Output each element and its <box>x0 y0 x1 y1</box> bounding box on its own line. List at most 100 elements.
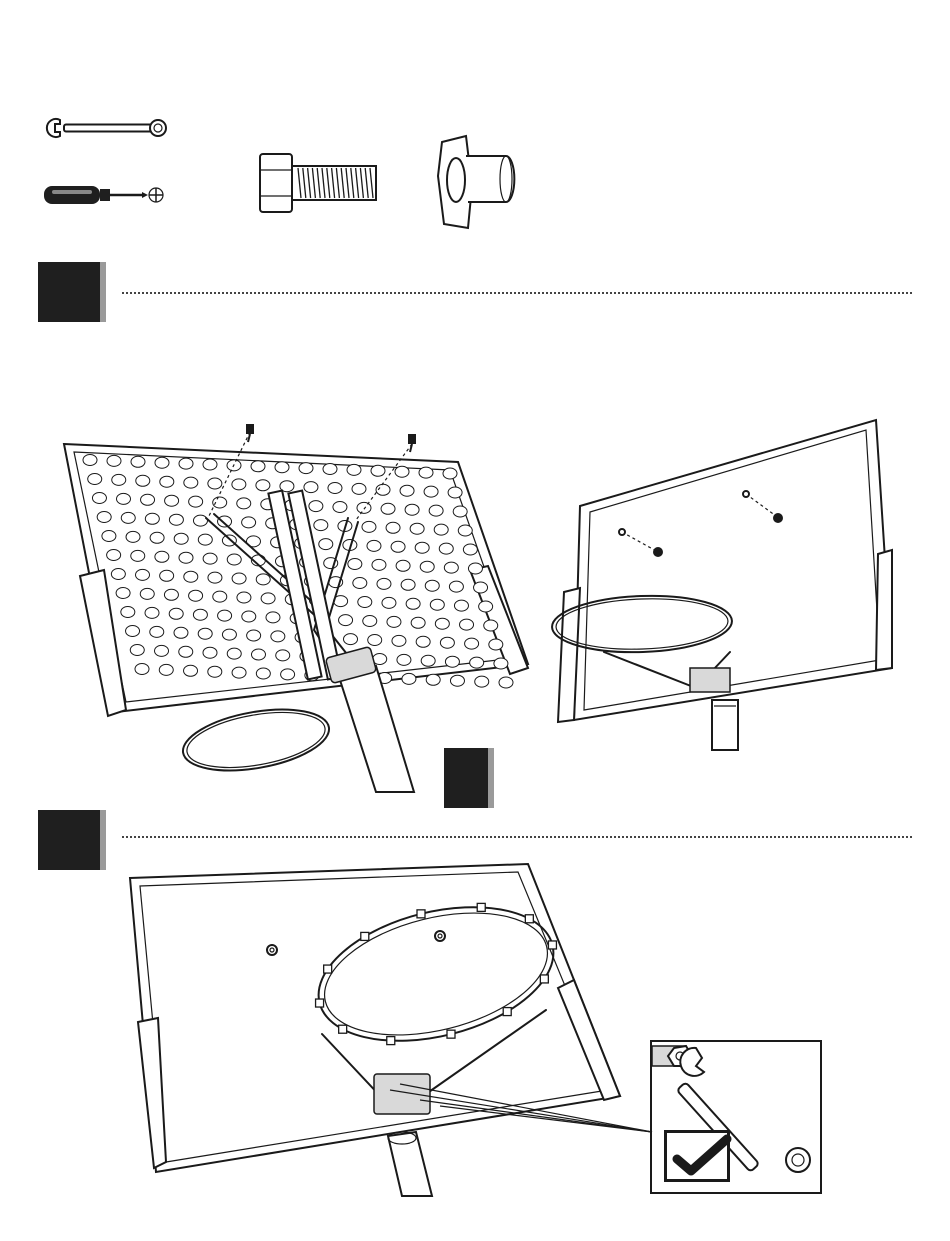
waffle-hole <box>174 533 188 544</box>
waffle-hole <box>102 531 116 542</box>
waffle-hole <box>193 609 207 620</box>
step-1-divider <box>122 292 912 294</box>
waffle-hole <box>353 578 367 589</box>
rim-net-hook <box>417 910 425 918</box>
waffle-hole <box>489 639 503 650</box>
waffle-hole <box>126 626 140 637</box>
waffle-hole <box>392 635 406 646</box>
screw-icon <box>408 434 416 452</box>
waffle-hole <box>445 656 459 667</box>
tool-screwdriver <box>42 180 172 210</box>
waffle-hole <box>328 483 342 494</box>
waffle-hole <box>155 645 169 656</box>
waffle-hole <box>97 512 111 523</box>
waffle-hole <box>460 619 474 630</box>
waffle-hole <box>117 493 131 504</box>
waffle-hole <box>275 462 289 473</box>
waffle-hole <box>251 461 265 472</box>
waffle-hole <box>397 654 411 665</box>
waffle-hole <box>391 541 405 552</box>
waffle-hole <box>174 627 188 638</box>
step-1b-badge <box>444 748 494 808</box>
hex-bolt-icon <box>258 150 382 216</box>
waffle-hole <box>411 617 425 628</box>
waffle-hole <box>363 616 377 627</box>
waffle-hole <box>160 570 174 581</box>
waffle-hole <box>131 456 145 467</box>
waffle-hole <box>465 638 479 649</box>
waffle-hole <box>475 676 489 687</box>
waffle-hole <box>405 504 419 515</box>
waffle-hole <box>444 562 458 573</box>
waffle-hole <box>184 665 198 676</box>
waffle-hole <box>232 667 246 678</box>
rim-net-hook <box>503 1008 511 1016</box>
waffle-hole <box>406 598 420 609</box>
waffle-hole <box>213 497 227 508</box>
waffle-hole <box>203 553 217 564</box>
waffle-hole <box>227 554 241 565</box>
waffle-hole <box>415 542 429 553</box>
waffle-hole <box>126 531 140 542</box>
waffle-hole <box>256 574 270 585</box>
waffle-hole <box>339 615 353 626</box>
waffle-hole <box>319 539 333 550</box>
waffle-hole <box>372 559 386 570</box>
waffle-hole <box>479 601 493 612</box>
waffle-hole <box>424 486 438 497</box>
rim-net-hook <box>548 941 556 949</box>
waffle-hole <box>348 559 362 570</box>
waffle-hole <box>499 677 513 688</box>
waffle-hole <box>304 482 318 493</box>
waffle-hole <box>155 457 169 468</box>
waffle-hole <box>347 464 361 475</box>
waffle-hole <box>150 626 164 637</box>
waffle-hole <box>121 607 135 618</box>
waffle-hole <box>116 588 130 599</box>
waffle-hole <box>395 466 409 477</box>
waffle-hole <box>401 579 415 590</box>
waffle-hole <box>159 664 173 675</box>
waffle-hole <box>368 635 382 646</box>
waffle-hole <box>150 532 164 543</box>
waffle-hole <box>470 657 484 668</box>
waffle-hole <box>371 465 385 476</box>
rim-net-hook <box>525 915 533 923</box>
tighten-callout <box>650 1040 822 1194</box>
screw-icon <box>246 424 254 442</box>
waffle-hole <box>92 493 106 504</box>
waffle-hole <box>145 607 159 618</box>
waffle-hole <box>189 590 203 601</box>
backboard-front-illustration <box>540 416 900 756</box>
waffle-hole <box>165 495 179 506</box>
waffle-hole <box>474 582 488 593</box>
waffle-hole <box>242 611 256 622</box>
waffle-hole <box>136 569 150 580</box>
callout-leader-lines <box>380 1070 660 1150</box>
waffle-hole <box>276 650 290 661</box>
waffle-hole <box>222 629 236 640</box>
rim-net-hook <box>540 975 548 983</box>
rim-net-hook <box>324 965 332 973</box>
waffle-hole <box>271 631 285 642</box>
waffle-hole <box>164 589 178 600</box>
waffle-hole <box>314 520 328 531</box>
hardware-bolt <box>258 150 382 216</box>
waffle-hole <box>299 463 313 474</box>
waffle-hole <box>193 515 207 526</box>
waffle-hole <box>323 464 337 475</box>
waffle-hole <box>247 630 261 641</box>
waffle-hole <box>203 647 217 658</box>
checkmark-icon <box>667 1133 733 1185</box>
waffle-hole <box>458 525 472 536</box>
waffle-hole <box>179 552 193 563</box>
waffle-hole <box>198 628 212 639</box>
waffle-hole <box>362 521 376 532</box>
rim-assembly-diagram <box>126 862 626 1202</box>
waffle-hole <box>107 455 121 466</box>
waffle-hole <box>179 646 193 657</box>
waffle-hole <box>430 599 444 610</box>
waffle-hole <box>88 474 102 485</box>
waffle-hole <box>440 637 454 648</box>
waffle-hole <box>83 455 97 466</box>
